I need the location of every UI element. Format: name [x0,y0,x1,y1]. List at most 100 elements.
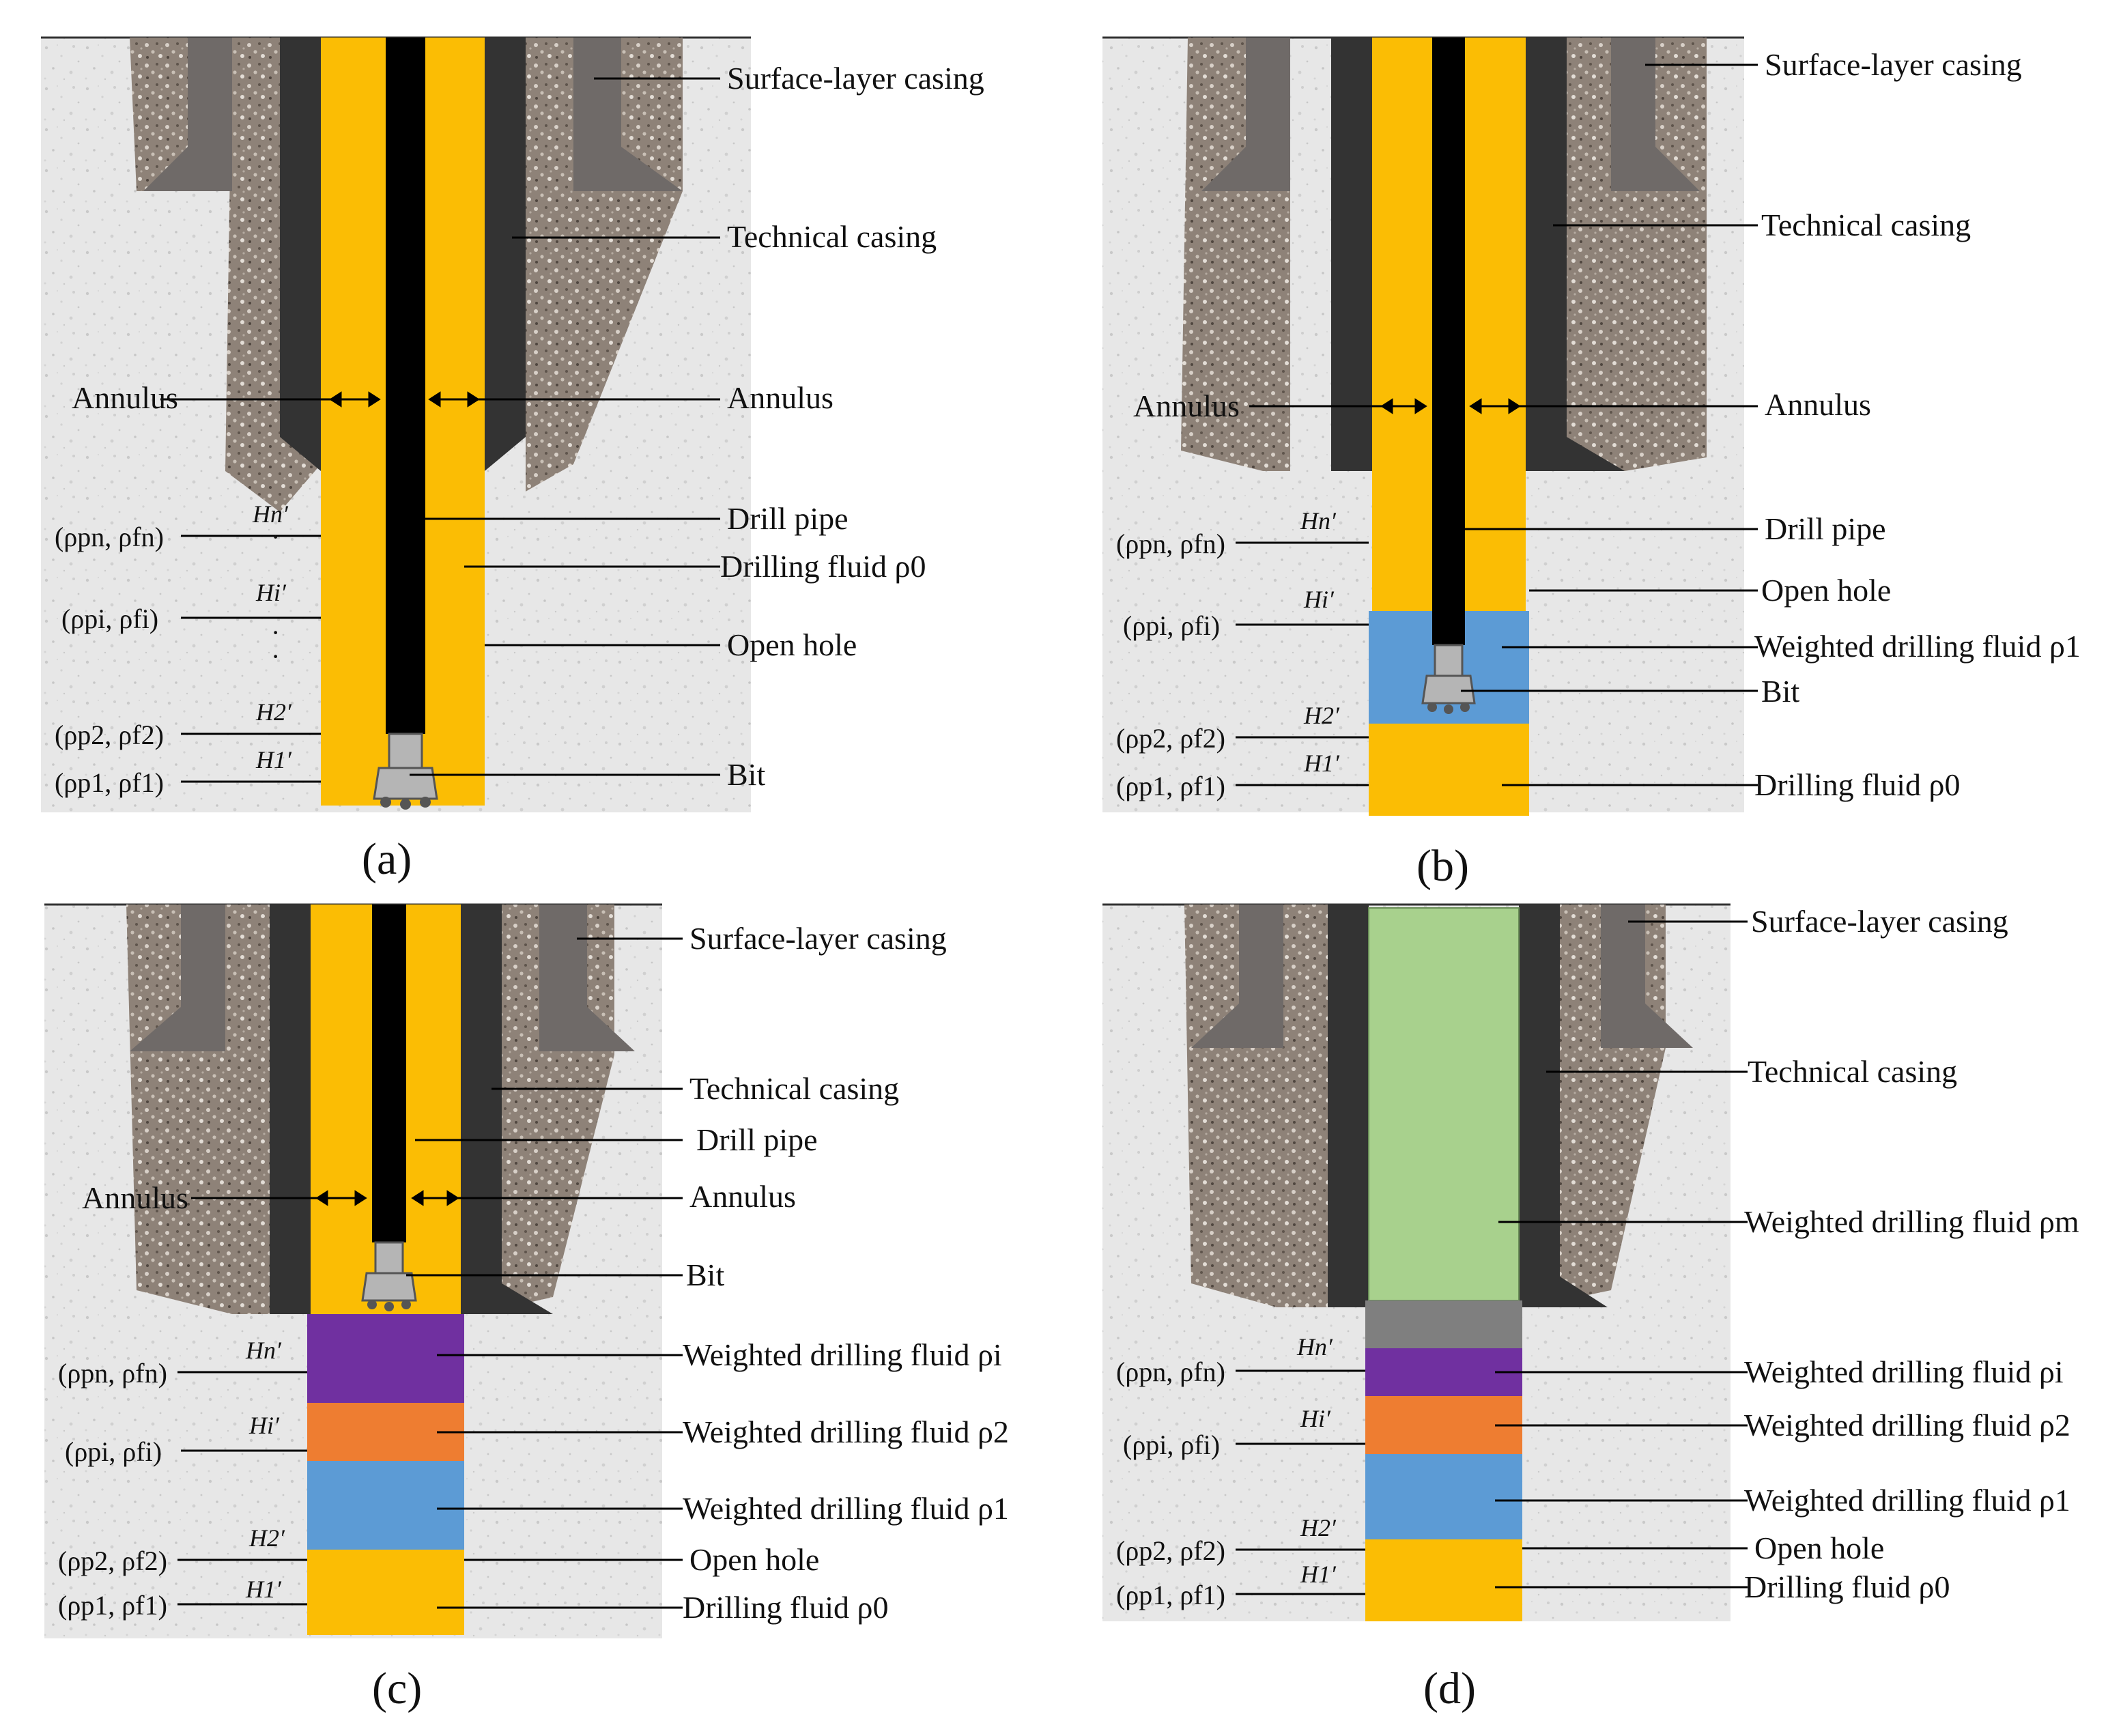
technical-casing-right [485,38,526,471]
weighted-fluid-1-zone [1365,1454,1522,1539]
drill-pipe [372,905,406,1242]
pressure-2: (ρp2, ρf2) [1116,723,1225,754]
pressure-i: (ρpi, ρfi) [1123,1429,1220,1460]
pressure-2: (ρp2, ρf2) [1116,1535,1225,1566]
pressure-2: (ρp2, ρf2) [58,1546,167,1576]
surface-casing-right [573,38,683,191]
label-drilling-fluid: Drilling fluid ρ0 [1744,1569,1950,1604]
drill-pipe [386,38,425,734]
label-drilling-fluid: Drilling fluid ρ0 [683,1590,889,1625]
pressure-n: (ρpn, ρfn) [1116,528,1225,559]
leader-lines [177,937,683,1609]
technical-casing-right [1519,905,1608,1307]
label-open-hole: Open hole [689,1542,819,1577]
label-drilling-fluid: Drilling fluid ρ0 [1754,767,1961,802]
technical-casing-left [280,38,321,471]
height-i: Hi′ [255,579,287,606]
pressure-n: (ρpn, ρfn) [1116,1356,1225,1387]
pressure-i: (ρpi, ρfi) [1123,610,1220,641]
label-bit: Bit [686,1257,724,1292]
pressure-1: (ρp1, ρf1) [58,1590,167,1621]
height-i: Hi′ [1303,586,1335,613]
pressure-n: (ρpn, ρfn) [55,522,164,552]
pressure-1: (ρp1, ρf1) [55,767,164,798]
height-i: Hi′ [1300,1405,1331,1432]
leader-lines [1236,63,1758,786]
height-1: H1′ [1303,750,1340,777]
label-surface-layer-casing: Surface-layer casing [1751,904,2008,939]
pressure-n: (ρpn, ρfn) [58,1358,167,1389]
label-drilling-fluid: Drilling fluid ρ0 [720,549,926,584]
label-weighted-fluid-2: Weighted drilling fluid ρ2 [1744,1408,2070,1442]
weighted-fluid-m-zone [1368,907,1520,1301]
label-bit: Bit [1761,674,1799,709]
drill-bit [361,1241,417,1311]
annulus-arrows [329,391,480,408]
label-annulus-left: Annulus [1133,388,1240,423]
label-bit: Bit [727,757,765,792]
panel-b: Surface-layer casing Technical casing An… [1102,36,2081,891]
weighted-fluid-2-zone [1365,1396,1522,1454]
surface-casing-right [539,905,635,1051]
label-drill-pipe: Drill pipe [1765,511,1886,546]
pressure-1: (ρp1, ρf1) [1116,771,1225,801]
drilling-fluid-bottom [1369,724,1529,816]
caption-b: (b) [1416,841,1469,891]
cement-left [1184,905,1328,1307]
panel-a: Surface-layer casing Technical casing An… [41,36,984,884]
dot-separator: · [271,522,280,552]
height-i: Hi′ [248,1412,280,1439]
label-surface-layer-casing: Surface-layer casing [727,61,984,96]
transition-zone [1365,1300,1522,1348]
caption-c: (c) [372,1664,422,1713]
label-weighted-fluid-1: Weighted drilling fluid ρ1 [1754,629,2081,664]
technical-casing-left [270,905,311,1314]
label-open-hole: Open hole [727,627,857,662]
height-n: Hn′ [245,1337,282,1364]
height-1: H1′ [1300,1561,1337,1588]
cement-left [126,905,273,1314]
cement-right [1563,38,1707,471]
label-annulus-right: Annulus [727,380,834,415]
label-drill-pipe: Drill pipe [727,501,849,536]
height-n: Hn′ [1300,507,1337,535]
label-open-hole: Open hole [1754,1531,1884,1565]
technical-casing-right [461,905,553,1314]
dot-separator: · [271,617,280,648]
label-surface-layer-casing: Surface-layer casing [1765,47,2022,82]
label-annulus-right: Annulus [689,1179,796,1214]
pressure-i: (ρpi, ρfi) [61,603,158,634]
height-2: H2′ [1303,702,1340,729]
weighted-fluid-i-zone [1365,1348,1522,1396]
height-1: H1′ [255,746,292,773]
label-weighted-fluid-1: Weighted drilling fluid ρ1 [1744,1483,2070,1518]
drill-bit [1421,644,1476,714]
weighted-fluid-1-zone [307,1461,464,1550]
surface-casing-left [130,905,225,1051]
cement-right [526,38,683,492]
label-technical-casing: Technical casing [689,1071,899,1106]
height-2: H2′ [255,698,292,726]
panel-c: Surface-layer casing Technical casing Dr… [44,903,1009,1713]
label-weighted-fluid-i: Weighted drilling fluid ρi [1744,1354,2064,1389]
label-open-hole: Open hole [1761,573,1891,608]
technical-casing-left [1328,905,1369,1307]
label-technical-casing: Technical casing [1748,1054,1957,1089]
drilling-fluid-bottom [1365,1539,1522,1621]
height-n: Hn′ [252,500,289,528]
height-n: Hn′ [1296,1333,1333,1361]
height-2: H2′ [248,1524,285,1552]
surface-casing-left [143,38,232,191]
pressure-i: (ρpi, ρfi) [65,1436,162,1467]
label-annulus-left: Annulus [72,380,178,415]
height-2: H2′ [1300,1514,1337,1541]
label-technical-casing: Technical casing [1761,208,1971,242]
label-technical-casing: Technical casing [727,219,937,254]
surface-casing-left [1201,38,1290,191]
label-weighted-fluid-1: Weighted drilling fluid ρ1 [683,1491,1009,1526]
annulus-arrows [315,1190,459,1206]
label-drill-pipe: Drill pipe [696,1122,818,1157]
label-weighted-fluid-2: Weighted drilling fluid ρ2 [683,1414,1009,1449]
leader-lines [1236,920,1748,1595]
